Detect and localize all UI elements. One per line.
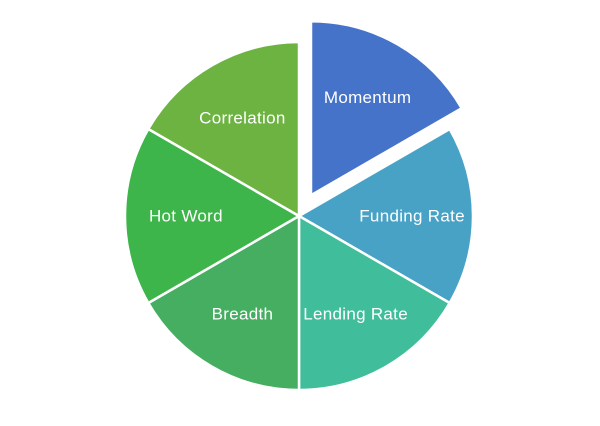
pie-label-momentum: Momentum (324, 88, 411, 107)
pie-slice-breadth[interactable] (147, 214, 301, 392)
pie-label-hot-word: Hot Word (149, 207, 223, 226)
pie-slice-funding-rate[interactable] (297, 127, 475, 305)
pie-slice-lending-rate[interactable] (297, 214, 451, 392)
pie-label-correlation: Correlation (199, 109, 285, 128)
pie-slice-correlation[interactable] (147, 40, 301, 218)
pie-label-breadth: Breadth (212, 304, 274, 323)
pie-label-lending-rate: Lending Rate (303, 304, 408, 323)
pie-label-funding-rate: Funding Rate (359, 207, 465, 226)
pie-slice-momentum[interactable] (309, 19, 463, 197)
pie-slice-hot-word[interactable] (123, 127, 301, 305)
